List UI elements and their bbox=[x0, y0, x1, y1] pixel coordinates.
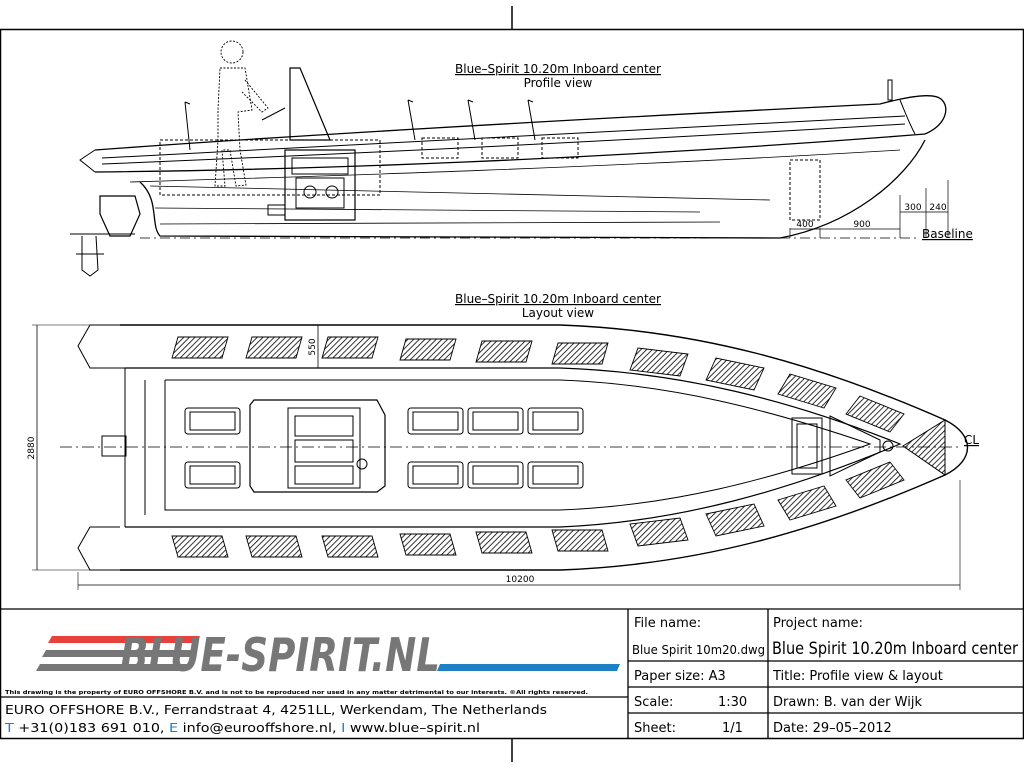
sheet-value: 1/1 bbox=[722, 721, 743, 736]
baseline-label: Baseline bbox=[922, 227, 973, 241]
web-prefix: I bbox=[341, 720, 345, 735]
layout-title: Blue–Spirit 10.20m Inboard center bbox=[455, 292, 661, 306]
dim-900: 900 bbox=[853, 220, 870, 230]
file-name-label: File name: bbox=[634, 616, 701, 631]
date: Date: 29–05–2012 bbox=[773, 721, 892, 736]
scale-value: 1:30 bbox=[718, 695, 747, 710]
dim-2880: 2880 bbox=[27, 436, 37, 459]
profile-view bbox=[70, 40, 949, 277]
blue-spirit-logo: BLUE-SPIRIT.NL bbox=[36, 628, 620, 682]
logo-wordmark: BLUE-SPIRIT.NL bbox=[120, 628, 440, 682]
scale-label: Scale: bbox=[634, 695, 673, 710]
disclaimer: This drawing is the property of EURO OFF… bbox=[5, 690, 588, 696]
project-name-value: Blue Spirit 10.20m Inboard center bbox=[772, 639, 1018, 659]
paper-size: Paper size: A3 bbox=[634, 669, 726, 684]
email-prefix: E bbox=[169, 720, 178, 735]
centerline-label: CL bbox=[964, 433, 979, 447]
drawn-by: Drawn: B. van der Wijk bbox=[773, 695, 922, 710]
sheet-label: Sheet: bbox=[634, 721, 676, 736]
layout-view bbox=[32, 324, 969, 590]
title-block bbox=[0, 608, 1024, 739]
dim-240: 240 bbox=[929, 203, 946, 213]
company-contact: T +31(0)183 691 010, E info@eurooffshore… bbox=[4, 720, 480, 735]
file-name-value: Blue Spirit 10m20.dwg bbox=[632, 643, 765, 657]
profile-subtitle: Profile view bbox=[524, 76, 593, 90]
project-name-label: Project name: bbox=[773, 616, 863, 631]
website[interactable]: www.blue–spirit.nl bbox=[345, 720, 480, 735]
dim-300: 300 bbox=[904, 203, 921, 213]
layout-subtitle: Layout view bbox=[522, 306, 594, 320]
email[interactable]: info@eurooffshore.nl, bbox=[178, 720, 341, 735]
drawing-title: Title: Profile view & layout bbox=[772, 669, 943, 684]
dim-400: 400 bbox=[796, 220, 813, 230]
dim-10200: 10200 bbox=[506, 575, 535, 585]
phone[interactable]: +31(0)183 691 010, bbox=[14, 720, 169, 735]
dim-550: 550 bbox=[308, 338, 318, 355]
phone-prefix: T bbox=[4, 720, 14, 735]
company-address: EURO OFFSHORE B.V., Ferrandstraat 4, 425… bbox=[5, 702, 547, 717]
non-slip-pads bbox=[171, 336, 905, 558]
profile-title: Blue–Spirit 10.20m Inboard center bbox=[455, 62, 661, 76]
